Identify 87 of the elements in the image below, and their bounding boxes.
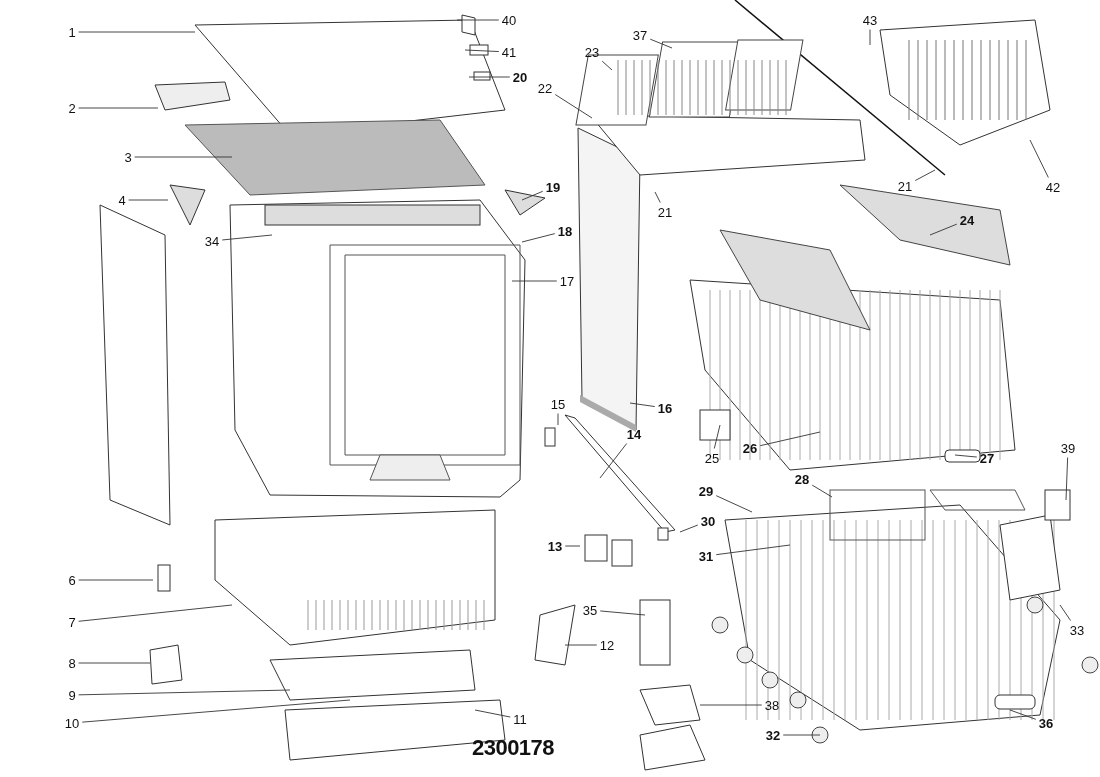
callout-number: 21 (656, 204, 674, 220)
callout-number: 42 (1044, 179, 1062, 195)
callout-number: 33 (1068, 622, 1086, 638)
leader-line (649, 38, 673, 49)
callout-number: 25 (703, 450, 721, 466)
leader-line (78, 604, 233, 622)
callout-number: 2 (67, 100, 77, 116)
callout-number: 27 (978, 450, 996, 466)
leader-line (221, 234, 273, 241)
callout-number: 16 (656, 400, 674, 416)
leader-line (134, 156, 233, 158)
leader-line (811, 484, 833, 498)
leader-line (78, 689, 291, 696)
leader-line (929, 223, 958, 236)
callout-number: 22 (536, 80, 554, 96)
leader-line (456, 19, 500, 21)
leader-line (599, 443, 628, 479)
callout-number: 6 (67, 572, 77, 588)
callout-number: 34 (203, 233, 221, 249)
callout-number: 23 (583, 44, 601, 60)
leader-line (78, 579, 154, 581)
callout-number: 17 (558, 273, 576, 289)
callout-number: 11 (512, 711, 528, 727)
callout-number: 28 (793, 471, 811, 487)
callout-number: 31 (697, 548, 715, 564)
leader-line (782, 734, 821, 736)
callout-number: 29 (697, 483, 715, 499)
leader-line (564, 644, 598, 646)
callout-number: 20 (511, 69, 529, 85)
leader-line (464, 49, 500, 52)
callout-number: 32 (764, 727, 782, 743)
leader-line (869, 29, 871, 46)
leader-line (521, 190, 544, 201)
leader-line (954, 454, 978, 458)
callout-number: 37 (631, 27, 649, 43)
leader-line (557, 413, 559, 426)
leader-line (474, 709, 511, 718)
leader-line (699, 704, 763, 706)
leader-line (554, 94, 593, 119)
leader-line (468, 76, 511, 78)
leader-line (1029, 139, 1049, 178)
callout-number: 38 (763, 697, 781, 713)
callout-number: 19 (544, 179, 562, 195)
leader-line (715, 544, 791, 556)
leader-line (1009, 709, 1037, 720)
callout-number: 13 (546, 538, 564, 554)
callout-number: 18 (556, 223, 574, 239)
leader-line (914, 169, 936, 181)
callout-number: 24 (958, 212, 976, 228)
callout-number: 4 (117, 192, 127, 208)
callout-number: 10 (63, 715, 81, 731)
leader-line (679, 524, 699, 533)
callout-number: 9 (67, 687, 77, 703)
leader-line (1059, 604, 1071, 621)
callout-number: 15 (549, 396, 567, 412)
callout-number: 41 (500, 44, 518, 60)
callout-number: 1 (67, 24, 77, 40)
leader-line (128, 199, 169, 201)
leader-line (511, 280, 558, 282)
callout-number: 3 (123, 149, 133, 165)
leader-line (78, 31, 196, 33)
callout-number: 7 (67, 614, 77, 630)
leader-line (654, 191, 661, 203)
callout-number: 21 (896, 178, 914, 194)
leader-line (78, 107, 159, 109)
callout-number: 12 (598, 637, 616, 653)
leader-line (629, 402, 656, 407)
leader-line (521, 233, 556, 243)
callout-number: 26 (741, 440, 759, 456)
callout-number: 39 (1059, 440, 1077, 456)
callout-number: 40 (500, 12, 518, 28)
leader-line (715, 495, 753, 513)
drawing-number: 2300178 (471, 735, 555, 761)
leader-line (564, 545, 581, 547)
leader-line (599, 610, 646, 616)
callout-number: 8 (67, 655, 77, 671)
leader-line (759, 431, 821, 447)
leader-line (1065, 457, 1069, 501)
leader-line (78, 662, 151, 664)
callout-number: 43 (861, 12, 879, 28)
leader-line (713, 424, 721, 449)
callout-number: 14 (625, 426, 643, 442)
leader-line (81, 699, 351, 723)
callout-number: 36 (1037, 715, 1055, 731)
leader-line (601, 60, 613, 71)
callout-number: 30 (699, 513, 717, 529)
callout-number: 35 (581, 602, 599, 618)
